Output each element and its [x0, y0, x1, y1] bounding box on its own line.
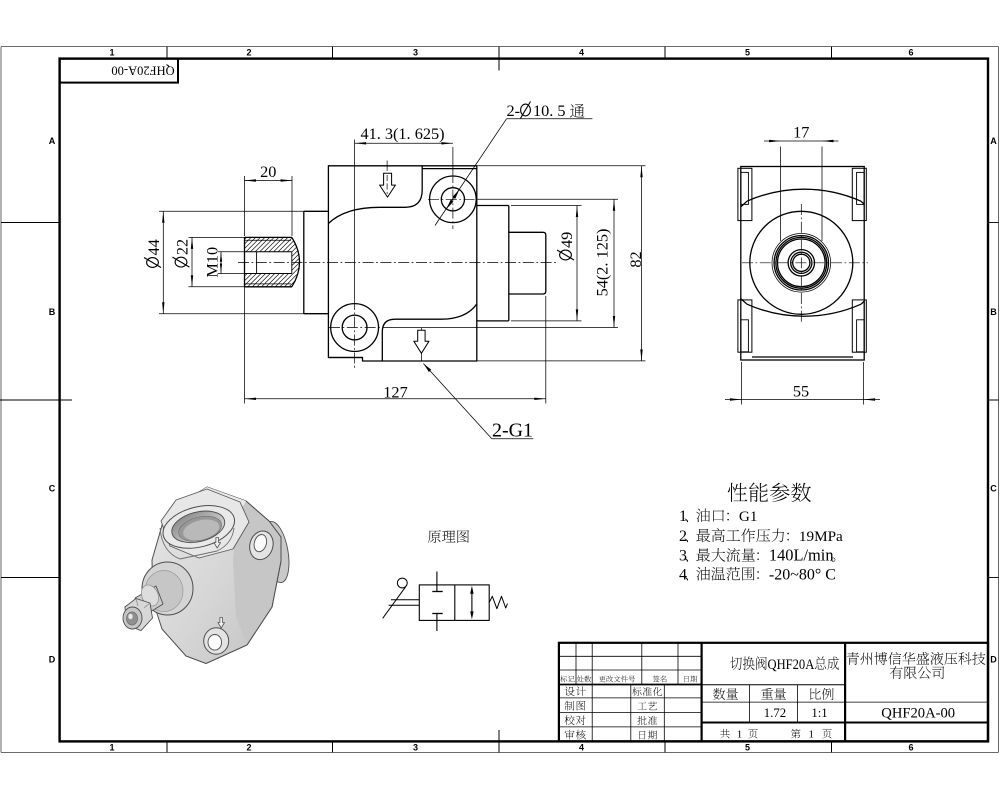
svg-text:C: C [49, 484, 56, 494]
svg-text:3: 3 [679, 548, 687, 565]
svg-text:A: A [49, 136, 56, 146]
svg-text:82: 82 [626, 251, 645, 267]
svg-text:49: 49 [557, 232, 576, 248]
svg-text:2-G1: 2-G1 [492, 420, 533, 442]
svg-text:5: 5 [745, 47, 750, 57]
svg-text:2-: 2- [507, 101, 521, 120]
svg-text:1: 1 [109, 742, 114, 752]
svg-text:4: 4 [679, 566, 687, 583]
svg-text:C: C [990, 484, 997, 494]
svg-text:D: D [49, 655, 56, 665]
svg-text:1.72: 1.72 [764, 706, 786, 720]
svg-text:G1: G1 [739, 508, 758, 525]
svg-text:10. 5: 10. 5 [533, 101, 566, 120]
svg-text:B: B [49, 307, 56, 317]
svg-text:54(2. 125): 54(2. 125) [593, 229, 612, 297]
svg-text:55: 55 [793, 382, 809, 401]
svg-text:4: 4 [579, 742, 584, 752]
svg-text:M10: M10 [203, 247, 222, 278]
svg-text:QHF20A: QHF20A [768, 656, 815, 672]
svg-text:140L/min: 140L/min [769, 546, 834, 565]
svg-text:-20~80° C: -20~80° C [769, 566, 836, 583]
svg-text:D: D [990, 655, 997, 665]
svg-text:44: 44 [144, 239, 163, 255]
svg-text:6: 6 [908, 47, 913, 57]
svg-text:6: 6 [908, 742, 913, 752]
svg-text:2: 2 [246, 742, 251, 752]
svg-text:3: 3 [413, 742, 418, 752]
svg-text:1: 1 [679, 508, 687, 525]
svg-text:41. 3(1. 625): 41. 3(1. 625) [360, 124, 444, 143]
svg-text:20: 20 [260, 162, 276, 181]
svg-text:22: 22 [173, 239, 192, 255]
svg-text:127: 127 [383, 383, 407, 402]
svg-text:QHF20A-00: QHF20A-00 [111, 63, 174, 77]
svg-text:3: 3 [413, 47, 418, 57]
svg-text:1: 1 [109, 47, 114, 57]
svg-text:2: 2 [679, 528, 687, 545]
svg-text:QHF20A-00: QHF20A-00 [881, 705, 955, 721]
svg-text:1: 1 [737, 729, 743, 741]
svg-text:1: 1 [809, 729, 815, 741]
svg-text:19MPa: 19MPa [799, 528, 843, 545]
svg-text:5: 5 [745, 742, 750, 752]
svg-text:17: 17 [793, 123, 809, 142]
svg-text:2: 2 [246, 47, 251, 57]
svg-text:A: A [990, 136, 997, 146]
svg-text:B: B [990, 307, 997, 317]
svg-text:4: 4 [579, 47, 584, 57]
svg-text:1:1: 1:1 [811, 706, 827, 720]
